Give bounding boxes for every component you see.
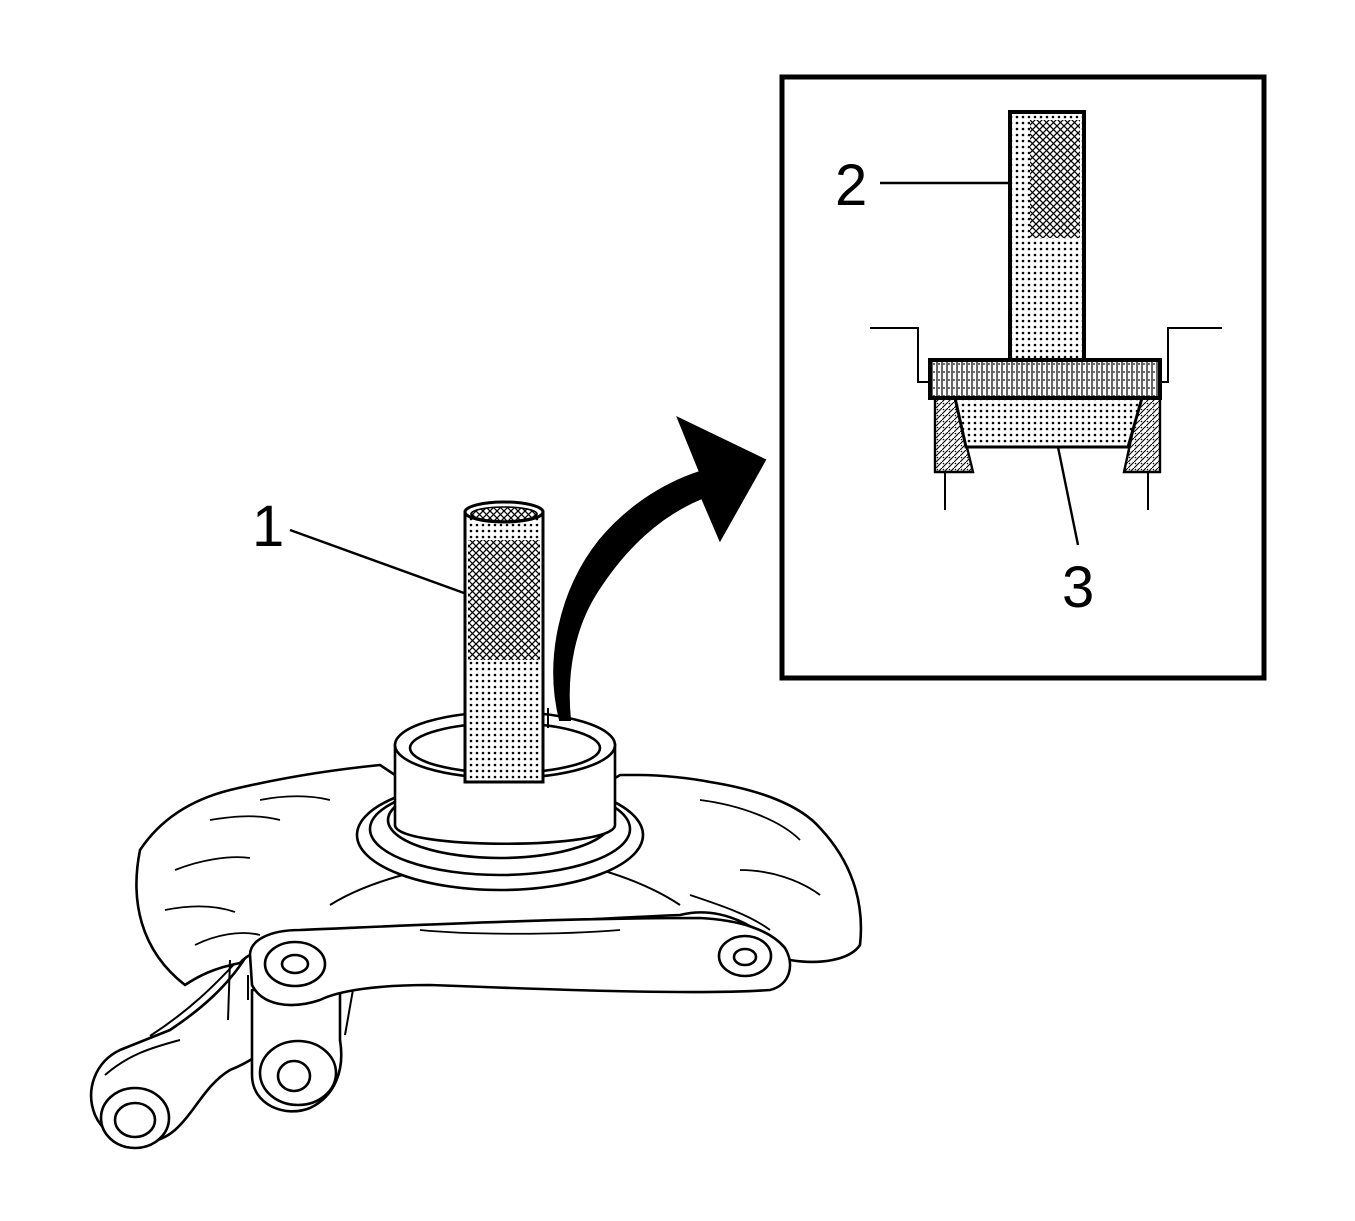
- right-mount-hole: [732, 947, 758, 967]
- leader-1: [289, 528, 465, 595]
- installer-head: [928, 358, 1162, 400]
- installer-shaft-1: [463, 500, 545, 784]
- left-mount-hole: [280, 953, 310, 975]
- housing-outline: [870, 327, 932, 383]
- callout-1: 1: [252, 494, 284, 559]
- callout-2: 2: [835, 153, 867, 218]
- detail-view: [870, 110, 1222, 510]
- knuckle-body: [248, 916, 792, 1007]
- callout-3: 3: [1062, 555, 1094, 620]
- leader-lines: [289, 181, 1080, 595]
- bearing-3: [953, 396, 1144, 449]
- lower-boss-hole: [276, 1059, 312, 1093]
- callout-arrow: [553, 415, 767, 721]
- leader-3: [1056, 446, 1080, 546]
- lower-arm-hole: [113, 1101, 157, 1139]
